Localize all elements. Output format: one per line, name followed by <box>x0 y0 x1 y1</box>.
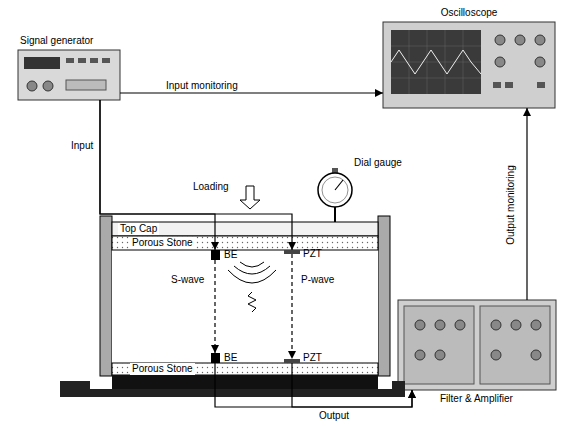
oscilloscope-device <box>383 22 555 108</box>
button <box>90 58 98 63</box>
panel <box>480 306 550 384</box>
gauge-face <box>318 173 352 207</box>
device-body <box>398 300 556 390</box>
signal-generator: Signal generator <box>18 50 120 100</box>
bender-element: BE <box>211 353 220 363</box>
wavefront <box>240 262 264 267</box>
waveform <box>391 50 481 74</box>
wave-path <box>214 260 215 353</box>
panel <box>66 80 106 90</box>
knob <box>435 320 445 330</box>
button <box>66 58 74 63</box>
zigzag <box>248 292 256 312</box>
sensor-label: BE <box>224 249 237 261</box>
gauge-stem <box>334 207 336 222</box>
panel <box>404 306 474 384</box>
signal-label: S-wave <box>170 274 205 286</box>
soil-specimen <box>112 250 378 363</box>
annotation: Dial gauge <box>354 157 402 169</box>
device-label: Oscilloscope <box>383 7 555 19</box>
top-cap-band <box>112 222 378 236</box>
knob <box>515 35 525 45</box>
knob <box>495 35 505 45</box>
test-cell <box>60 216 405 397</box>
signal-line <box>100 100 215 250</box>
piezo-element: PZT <box>284 250 300 254</box>
knob <box>435 350 445 360</box>
display <box>24 57 60 69</box>
signal-label: Input monitoring <box>165 80 239 92</box>
gauge-scale <box>322 177 348 203</box>
wavefront <box>234 266 270 274</box>
gauge-needle <box>335 180 343 190</box>
knob <box>491 320 501 330</box>
base-plate <box>60 389 405 397</box>
device-body <box>18 50 120 100</box>
signal-line <box>100 100 292 250</box>
annotation: Loading <box>193 181 229 193</box>
signal-line <box>526 108 527 300</box>
knob <box>27 81 37 91</box>
oscilloscope: Oscilloscope <box>383 22 555 108</box>
porous-stone-band <box>112 236 378 250</box>
loading-arrow <box>240 186 260 209</box>
signal-line <box>120 92 383 93</box>
knob <box>455 320 465 330</box>
knob <box>511 320 521 330</box>
sensor-label: PZT <box>303 248 322 260</box>
signal-label: Output <box>318 410 350 422</box>
part-label: Top Cap <box>118 223 159 235</box>
filter-amplifier-device <box>398 300 556 390</box>
button <box>78 58 86 63</box>
knob <box>415 320 425 330</box>
dial-gauge-symbol <box>318 168 352 222</box>
button <box>493 82 501 88</box>
knob <box>495 57 505 67</box>
top-cap: Top Cap <box>112 222 378 236</box>
porous-stone: Porous Stone <box>112 363 378 375</box>
button <box>537 82 545 88</box>
sensor-label: BE <box>224 352 237 364</box>
knob <box>535 35 545 45</box>
wave-path <box>291 254 292 359</box>
signal-label: Output monitoring <box>505 164 517 246</box>
wave-symbol <box>228 262 276 312</box>
button <box>102 58 110 63</box>
wavefront <box>228 270 276 283</box>
screen <box>391 30 481 94</box>
knob <box>531 320 541 330</box>
signal-generator-device <box>18 50 120 100</box>
piezo-element: PZT <box>284 359 300 363</box>
sensor-label: PZT <box>303 352 322 364</box>
base-step <box>392 381 405 389</box>
part-label: Porous Stone <box>130 363 195 375</box>
signal-label: Input <box>70 140 94 152</box>
filter-amplifier: Filter & Amplifier <box>398 300 556 390</box>
device-label: Signal generator <box>20 35 93 47</box>
device-body <box>383 22 555 108</box>
signal-label: P-wave <box>300 274 335 286</box>
knob <box>415 350 425 360</box>
device-label: Filter & Amplifier <box>440 393 513 405</box>
knob <box>43 81 53 91</box>
porous-stone-band <box>112 363 378 375</box>
pedestal <box>112 375 378 389</box>
knob <box>491 350 501 360</box>
signal-line <box>215 363 412 407</box>
porous-stone: Porous Stone <box>112 236 378 250</box>
signal-line <box>292 363 412 407</box>
cell-wall <box>100 216 112 376</box>
knob <box>535 57 545 67</box>
screen-grid <box>391 30 481 94</box>
bender-element: BE <box>211 250 220 260</box>
cell-wall <box>378 216 390 376</box>
base-step <box>60 381 90 389</box>
button <box>505 82 513 88</box>
part-label: Porous Stone <box>130 237 195 249</box>
knob <box>531 350 541 360</box>
